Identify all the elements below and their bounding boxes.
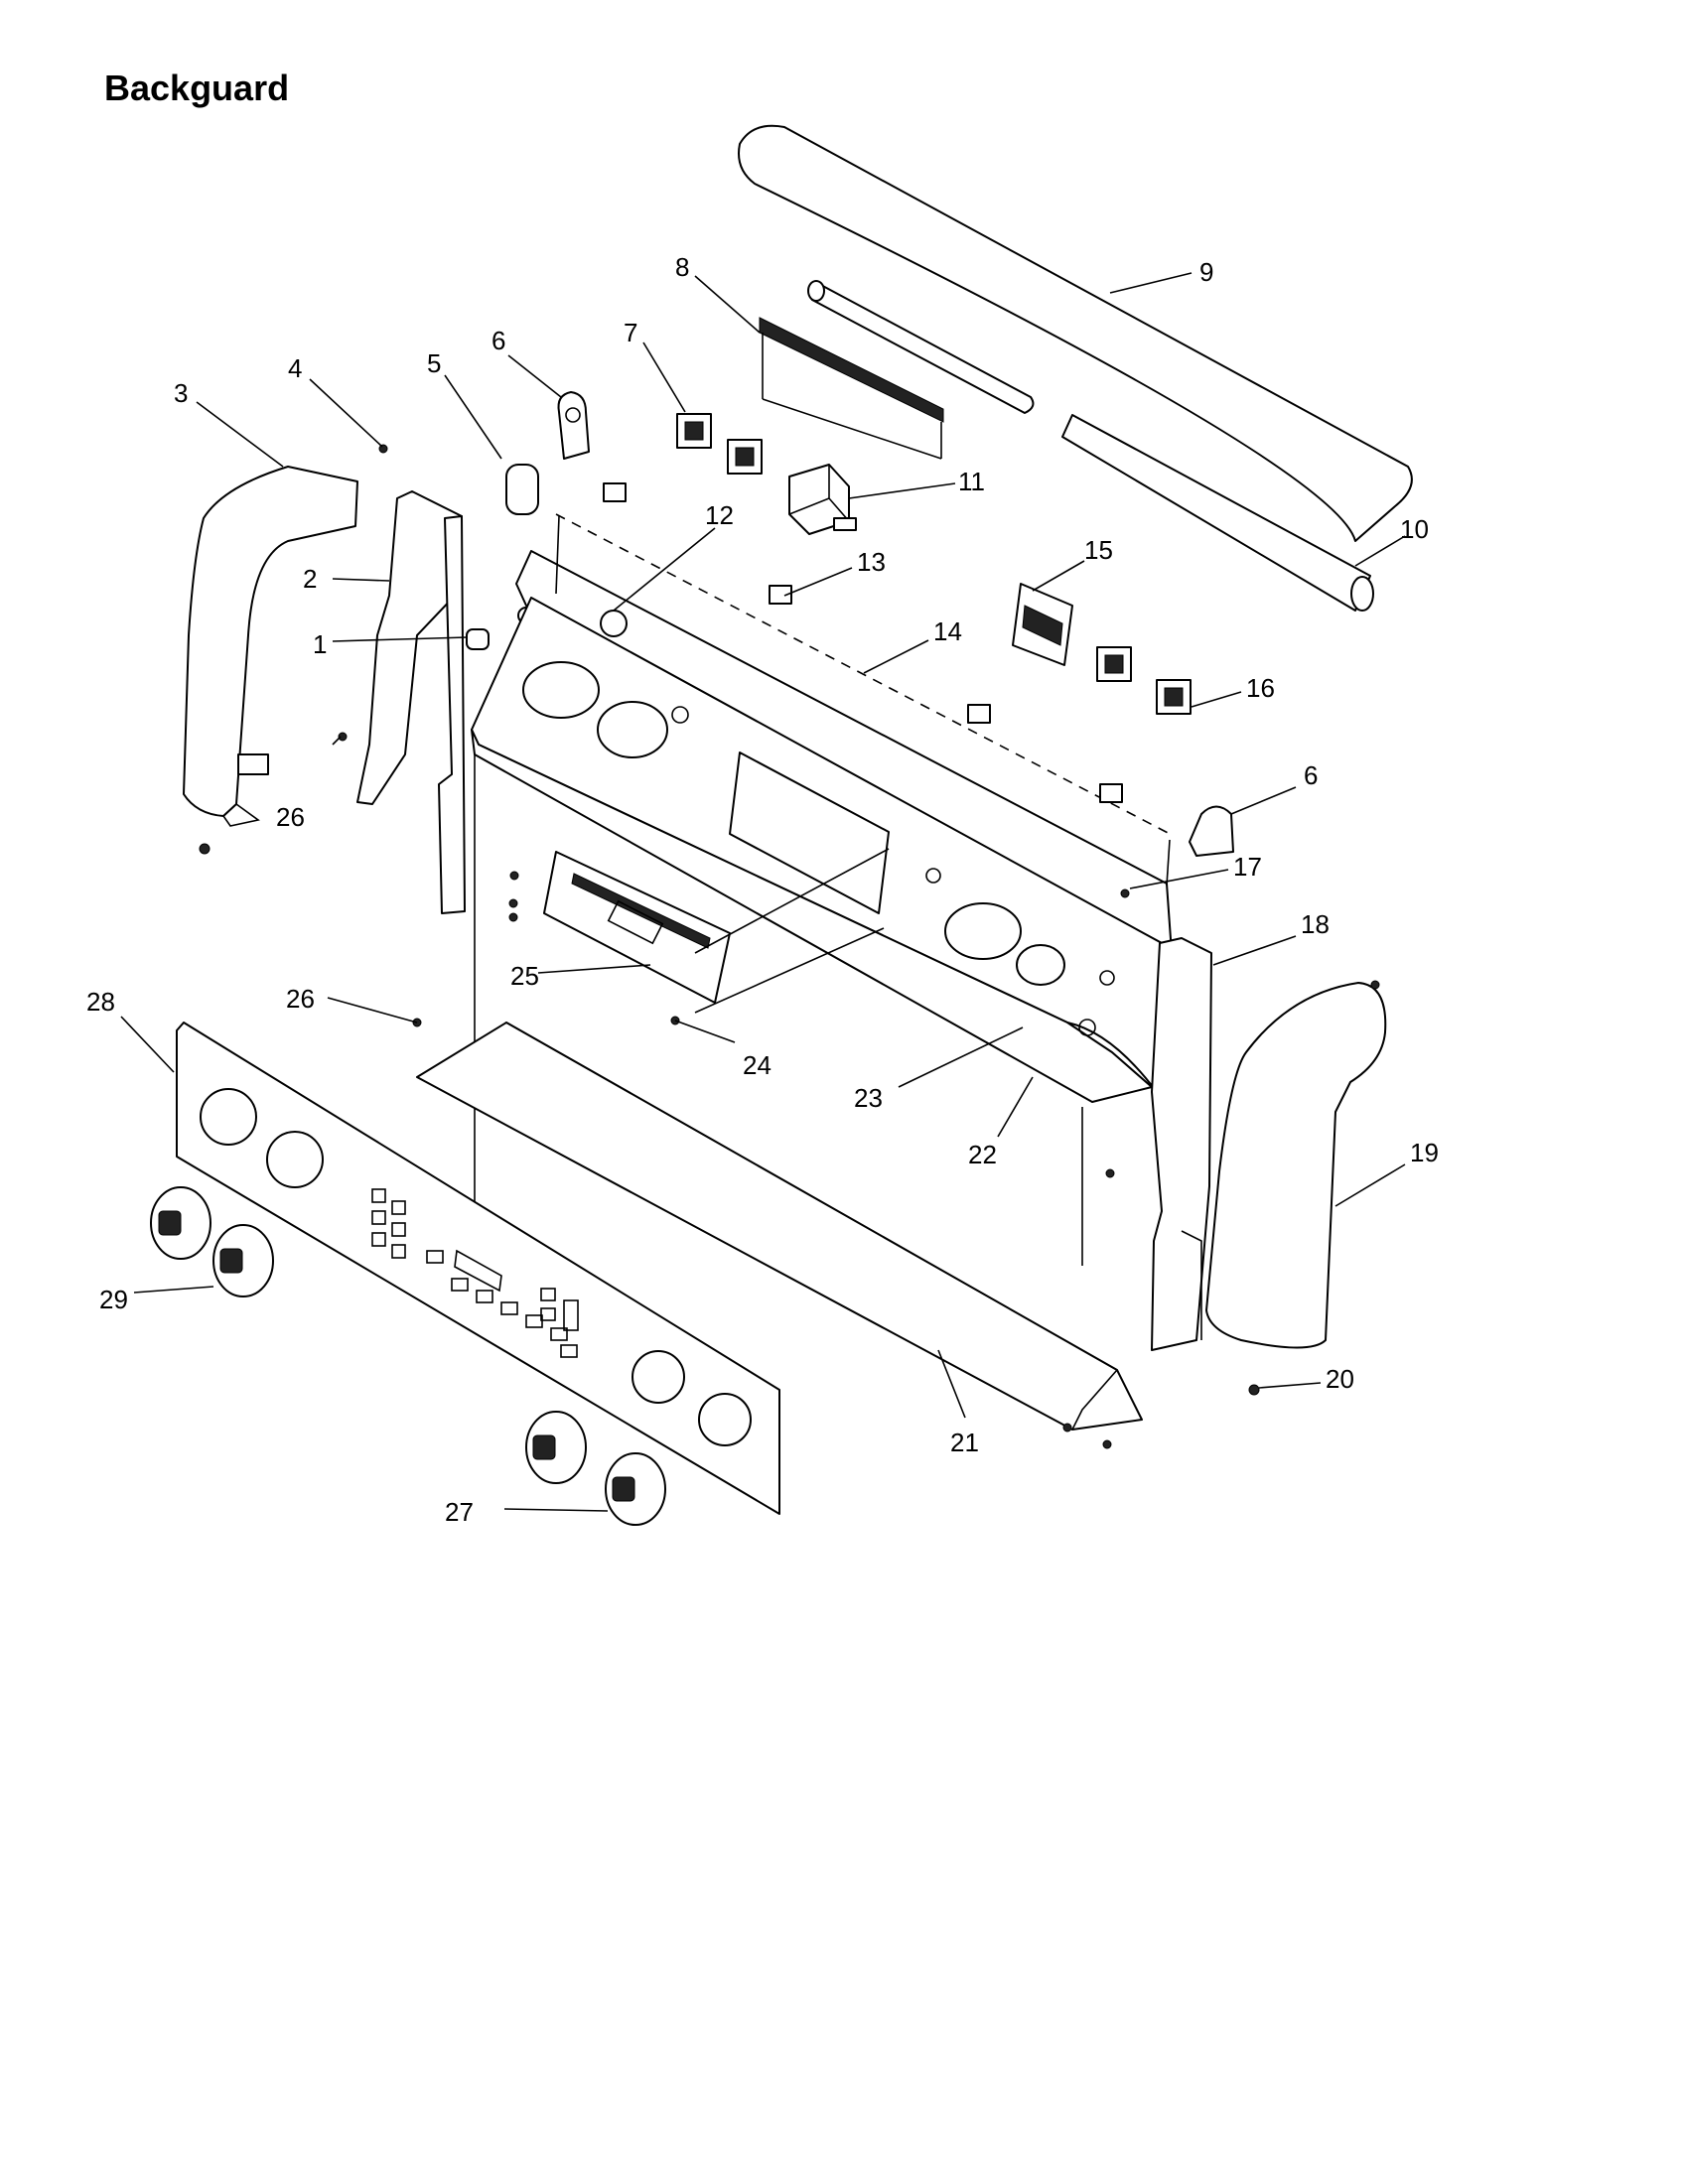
callout-26b: 26 bbox=[286, 984, 315, 1014]
callout-5: 5 bbox=[427, 348, 441, 378]
callout-6b: 6 bbox=[1304, 760, 1318, 790]
callout-21: 21 bbox=[950, 1428, 979, 1457]
callout-16: 16 bbox=[1246, 673, 1275, 703]
callout-12: 12 bbox=[705, 500, 734, 530]
part-right-bracket bbox=[1151, 937, 1212, 1351]
part-top-trim-cover bbox=[738, 124, 1413, 542]
callout-13: 13 bbox=[857, 547, 886, 577]
callout-24: 24 bbox=[743, 1050, 772, 1080]
callout-11: 11 bbox=[958, 467, 985, 496]
part-right-end-cap bbox=[1205, 982, 1387, 1349]
part-left-end-cap bbox=[183, 466, 358, 827]
callout-labels: 1 2 3 4 5 6 6 7 8 9 10 11 12 13 14 15 16… bbox=[86, 252, 1439, 1527]
callout-25: 25 bbox=[510, 961, 539, 991]
part-electronic-control bbox=[543, 851, 731, 1004]
part-terminal-board bbox=[1012, 583, 1073, 666]
callout-2: 2 bbox=[303, 564, 317, 594]
callout-leaders bbox=[120, 272, 1406, 1512]
callout-19: 19 bbox=[1410, 1138, 1439, 1167]
part-control-panel bbox=[471, 513, 1175, 1266]
callout-3: 3 bbox=[174, 378, 188, 408]
callout-23: 23 bbox=[854, 1083, 883, 1113]
part-switch bbox=[603, 482, 1123, 803]
part-bracket-and-fuse bbox=[505, 391, 1234, 857]
callout-22: 22 bbox=[968, 1140, 997, 1169]
callout-4: 4 bbox=[288, 353, 302, 383]
part-fluorescent-tube bbox=[807, 280, 1374, 612]
part-transformer bbox=[788, 464, 857, 535]
part-left-bracket bbox=[356, 490, 466, 914]
callout-29: 29 bbox=[99, 1285, 128, 1314]
callout-18: 18 bbox=[1301, 909, 1330, 939]
part-knob bbox=[150, 1186, 666, 1526]
callout-17: 17 bbox=[1233, 852, 1262, 882]
callout-14: 14 bbox=[933, 616, 962, 646]
callout-9: 9 bbox=[1199, 257, 1213, 287]
part-wire-harness bbox=[759, 317, 944, 460]
part-control-overlay bbox=[176, 1022, 780, 1515]
overlay-keypad bbox=[371, 1188, 579, 1358]
callout-15: 15 bbox=[1084, 535, 1113, 565]
callout-6a: 6 bbox=[491, 326, 505, 355]
part-screws bbox=[199, 444, 1380, 1449]
callout-26a: 26 bbox=[276, 802, 305, 832]
callout-27: 27 bbox=[445, 1497, 474, 1527]
diagram-title: Backguard bbox=[104, 68, 290, 108]
part-relay bbox=[676, 413, 1192, 715]
callout-10: 10 bbox=[1400, 514, 1429, 544]
callout-1: 1 bbox=[313, 629, 327, 659]
part-lower-trim bbox=[416, 1022, 1143, 1431]
callout-20: 20 bbox=[1326, 1364, 1354, 1394]
callout-7: 7 bbox=[624, 318, 637, 347]
callout-8: 8 bbox=[675, 252, 689, 282]
callout-28: 28 bbox=[86, 987, 115, 1017]
